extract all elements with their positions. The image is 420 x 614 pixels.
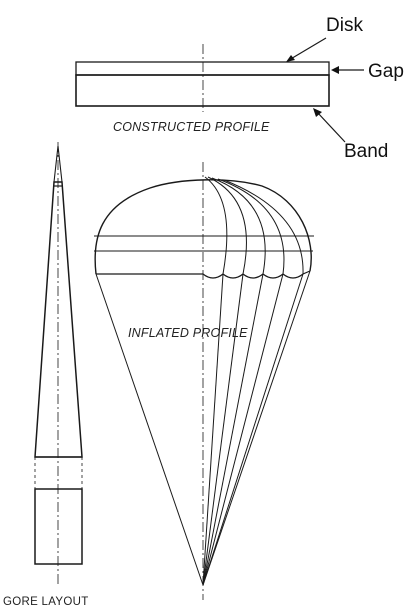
disk-label: Disk (326, 15, 363, 36)
disk-strip (75, 61, 330, 76)
gore-band-section (34, 488, 83, 565)
gore-layout-label: GORE LAYOUT (3, 596, 89, 608)
gore-disk-section (34, 181, 83, 458)
gore-tip-right (57, 145, 63, 183)
inflated-profile: INFLATED PROFILE (94, 162, 314, 600)
gap-arrowhead (331, 66, 339, 74)
disk-leader (288, 37, 327, 61)
gap-label: Gap (368, 61, 404, 82)
constructed-profile-label: CONSTRUCTED PROFILE (113, 120, 270, 134)
band-leader (316, 111, 346, 143)
gore-layout: GORE LAYOUT (3, 142, 89, 608)
suspension-lines (95, 270, 311, 586)
gore-tip-left (53, 145, 59, 183)
canopy-outline (94, 179, 312, 275)
band-arrowhead (313, 108, 322, 117)
canopy-skirt (96, 270, 311, 279)
disk-arrowhead (286, 55, 295, 62)
callouts: Disk Gap Band (286, 15, 404, 162)
inflated-profile-label: INFLATED PROFILE (128, 326, 248, 340)
band-rect (75, 74, 330, 107)
constructed-profile: CONSTRUCTED PROFILE (75, 44, 330, 134)
band-label: Band (344, 141, 388, 162)
gore-meridians (204, 176, 304, 275)
